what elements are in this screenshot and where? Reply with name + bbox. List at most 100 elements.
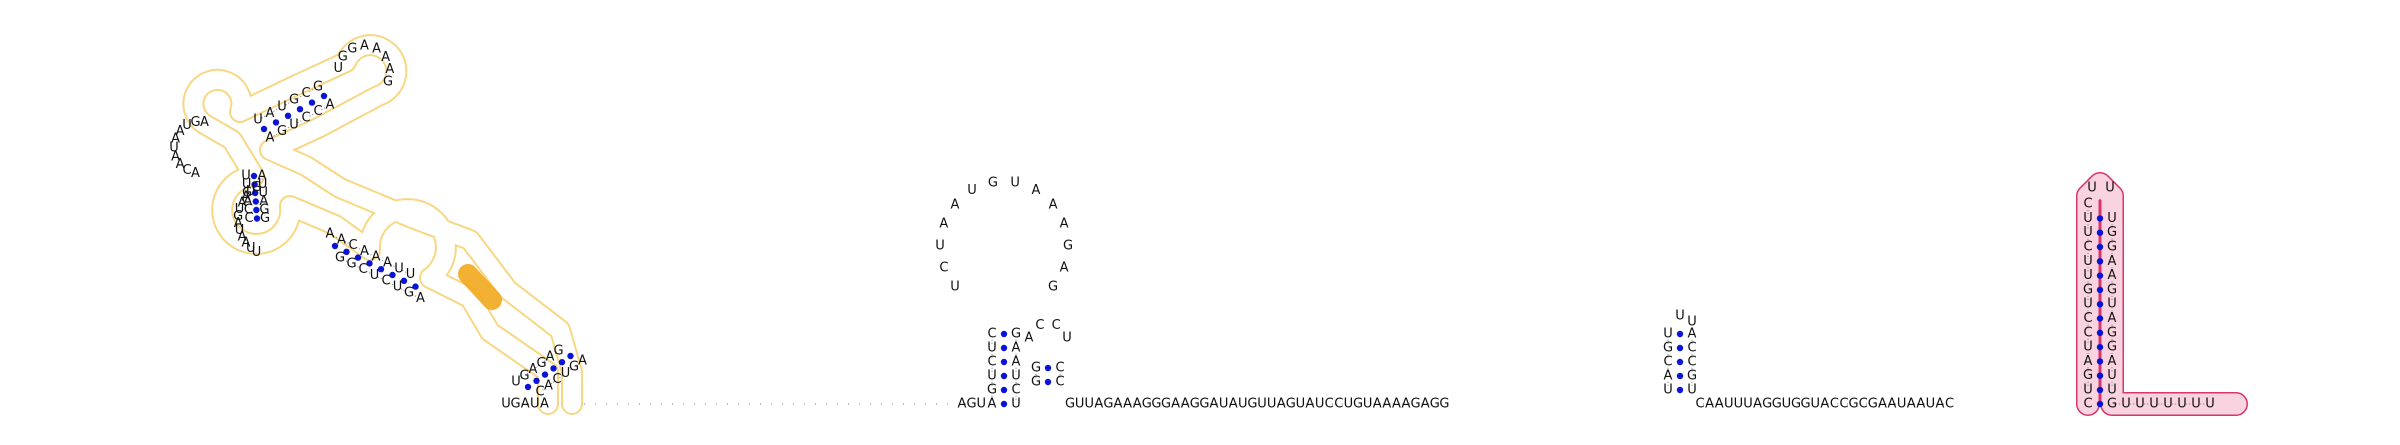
orange-segment-highlight (458, 264, 502, 310)
middle-strand-nt: C (1325, 397, 1334, 412)
base-pair-dot (2096, 400, 2104, 408)
base-pair-dot (2096, 372, 2104, 379)
domain-loop-top-nt: A (372, 42, 381, 57)
end-strand-nt: U (2135, 397, 2145, 412)
tail-strand-nt: A (1715, 397, 1724, 412)
tail-strand-nt: A (1753, 397, 1762, 412)
domain-loop-mid-nt: U (252, 245, 262, 260)
tail-strand-nt: U (1897, 397, 1907, 412)
base-pair-dot (1676, 358, 1684, 366)
hp1-stem-left-nt: G (987, 383, 997, 398)
middle-strand-nt: G (1103, 397, 1113, 412)
hp3-stem-left-nt: U (2083, 297, 2093, 312)
hp1-bulge-stem-l-nt: G (1031, 361, 1041, 376)
base-pair-dot (2096, 329, 2104, 336)
hp3-loop-nt: U (2105, 181, 2115, 196)
hp1-bulge-loop-nt: U (1062, 330, 1072, 345)
hp3-stem-right-nt: A (2108, 254, 2117, 269)
base-pair-dot (1676, 372, 1684, 380)
domain-stem4-right-nt: G (277, 124, 287, 139)
hp1-bulge-stem-r-nt: C (1055, 361, 1064, 376)
domain-stem2-right-link (412, 294, 418, 298)
hp2-stem-left-nt: G (1663, 341, 1673, 356)
base-pair-dot (284, 112, 292, 120)
base-pair-dot (272, 119, 280, 126)
base-pair-dot (1044, 378, 1052, 386)
base-pair-dot (343, 248, 350, 255)
hairpin-highlight-fill (2077, 173, 2247, 415)
domain-stem4-right-link (321, 106, 327, 111)
base-pair-dot (308, 99, 316, 106)
hp3-stem-left-nt: U (2083, 268, 2093, 283)
base-pair-dot (1000, 330, 1008, 338)
middle-strand-nt: G (1065, 397, 1075, 412)
middle-strand-nt: U (1257, 397, 1267, 412)
middle-strand-nt: U (1075, 397, 1085, 412)
hp1-bulge-loop-nt: A (1025, 330, 1034, 345)
domain-loop-mid-nt: A (234, 216, 243, 231)
tail-strand-nt: A (1705, 397, 1714, 412)
domain-stem1-right-nt: C (535, 385, 544, 400)
hp1-loop-nt: A (951, 197, 960, 212)
hp3-stem-right-nt: G (2107, 225, 2117, 240)
backbone-layer (245, 88, 2206, 405)
base-pair-dot (251, 181, 258, 188)
domain-loop-mid-nt: G (252, 180, 262, 195)
domain-stem4-right-nt: C (301, 111, 310, 126)
hp3-stem-left-nt: C (2083, 325, 2092, 340)
middle-strand-nt: A (1373, 397, 1382, 412)
hp1-stem-right-nt: U (1011, 369, 1021, 384)
domain-stem3-left-nt: U (241, 169, 251, 184)
middle-strand-nt: A (1421, 397, 1430, 412)
domain-stem1-right-link (576, 362, 581, 366)
hp1-stem-left-nt: U (987, 369, 997, 384)
domain-stem2-left-nt: A (326, 227, 335, 242)
middle-strand-nt: A (1123, 397, 1132, 412)
domain-loop-mid-nt: A (238, 230, 247, 245)
middle-strand-nt: G (1247, 397, 1257, 412)
end-strand-nt: U (2177, 397, 2187, 412)
hp3-closing-nt: C (2083, 397, 2092, 412)
base-pair-dot (252, 198, 259, 205)
hp3-stem-left-nt: C (2083, 240, 2092, 255)
tail-strand-nt: C (1859, 397, 1868, 412)
middle-strand-nt: A (1392, 397, 1401, 412)
middle-strand-nt: U (1084, 397, 1094, 412)
tail-strand-nt: G (1772, 397, 1782, 412)
domain-loop-top-nt: G (347, 41, 357, 56)
middle-strand-nt: G (1439, 397, 1449, 412)
domain-loop-mid-nt: A (241, 236, 250, 251)
hp3-stem-left-nt: U (2083, 254, 2093, 269)
end-strand-nt: U (2121, 397, 2131, 412)
hp3-stem-right-nt: G (2107, 282, 2117, 297)
hp1-stem-left-nt: U (987, 341, 997, 356)
domain-stem1-left-nt: G (536, 356, 546, 371)
middle-strand-nt: U (1267, 397, 1277, 412)
hp1-stem-left-nt: C (987, 327, 996, 342)
domain-stem1-right-nt: A (544, 378, 553, 393)
domain-stem2-left-link (333, 235, 339, 239)
hp1-loop-nt: G (988, 175, 998, 190)
domain-stem1-right-nt: A (578, 354, 587, 369)
hp2-stem-right-nt: U (1687, 383, 1697, 398)
base-pair-dot (250, 172, 258, 180)
base-pair-dot (1676, 386, 1684, 394)
base-pair-dot (1000, 386, 1008, 394)
hp1-loop-nt: A (1032, 183, 1041, 198)
base-pair-dot (2096, 358, 2104, 365)
hp1-stem-left-nt: C (987, 355, 996, 370)
tail-strand-nt: A (1878, 397, 1887, 412)
base-pair-dot (320, 92, 328, 100)
domain-stem1-left-link (543, 358, 548, 362)
domain-stem4-left-nt: C (301, 86, 310, 101)
middle-strand-nt: G (1190, 397, 1200, 412)
domain-stem2-right-link (343, 259, 349, 263)
end-strand-nt: U (2149, 397, 2159, 412)
domain-stem2-right-link (366, 270, 372, 275)
middle-strand-nt: C (1334, 397, 1343, 412)
domain-stem2-left-link (367, 252, 373, 256)
base-pair-dot (2096, 286, 2104, 294)
domain-stem4-left-nt: U (253, 113, 263, 128)
hp1-bulge-loop-nt: C (1035, 318, 1044, 333)
